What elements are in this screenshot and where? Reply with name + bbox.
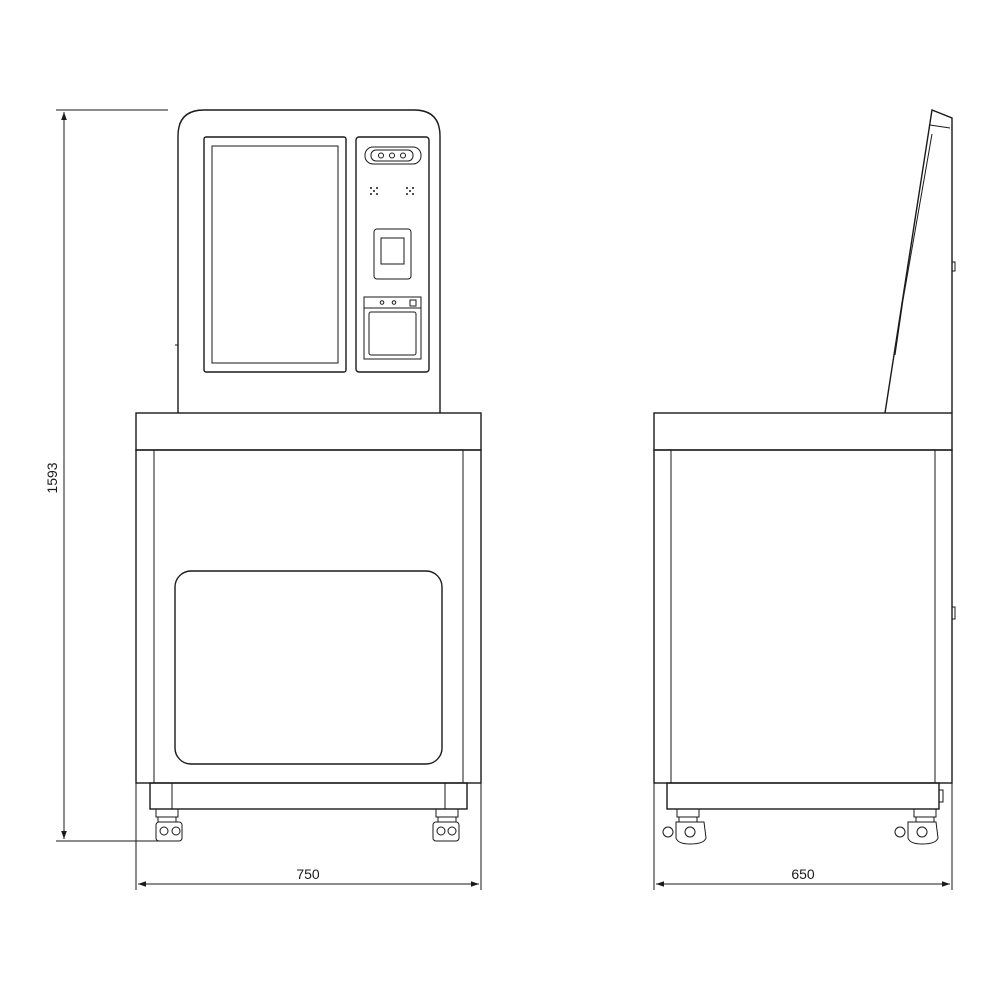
dimension-height: 1593: [44, 109, 168, 842]
side-head-profile: [884, 109, 953, 414]
side-head-inner-line: [902, 133, 933, 301]
right-speaker-icon: [406, 187, 414, 195]
dimension-side-depth: 650: [653, 452, 953, 890]
left-speaker-icon: [370, 187, 378, 195]
card-reader: [373, 228, 412, 280]
camera-lens-strip: [370, 149, 414, 162]
touch-screen-frame: [203, 136, 347, 373]
side-cabinet: [653, 449, 953, 784]
touch-screen-display: [211, 145, 339, 364]
side-printer-bulge: [894, 299, 904, 356]
printer-button: [409, 299, 417, 307]
height-label: 1593: [44, 462, 60, 493]
receipt-printer: [363, 296, 422, 360]
camera-lens-icon: [389, 152, 395, 159]
front-access-panel: [174, 570, 443, 765]
front-right-caster-icon: [432, 808, 460, 842]
side-view: [653, 109, 956, 845]
camera-lens-icon: [378, 152, 384, 159]
side-base-button: [938, 789, 944, 803]
front-left-caster-icon: [155, 808, 183, 842]
front-view: [135, 109, 482, 842]
printer-paper-slot: [368, 311, 417, 356]
card-reader-pad: [380, 237, 405, 265]
side-head-button: [951, 261, 956, 272]
printer-led-icon: [379, 300, 385, 305]
dimension-front-width: 750: [135, 452, 482, 890]
camera-lens-icon: [400, 152, 406, 159]
front-base-frame: [149, 782, 468, 810]
front-cabinet: [135, 449, 482, 784]
front-countertop: [135, 412, 482, 451]
side-head-top-line: [929, 124, 951, 129]
printer-led-icon: [391, 300, 397, 305]
side-front-caster-icon: [662, 808, 707, 845]
peripheral-panel: [355, 136, 430, 373]
side-depth-label: 650: [791, 866, 815, 882]
camera-module: [364, 146, 422, 165]
side-back-caster-icon: [894, 808, 939, 845]
front-width-label: 750: [296, 866, 320, 882]
side-countertop: [653, 412, 953, 451]
front-head-housing: [177, 109, 441, 413]
side-base-frame: [666, 782, 940, 810]
